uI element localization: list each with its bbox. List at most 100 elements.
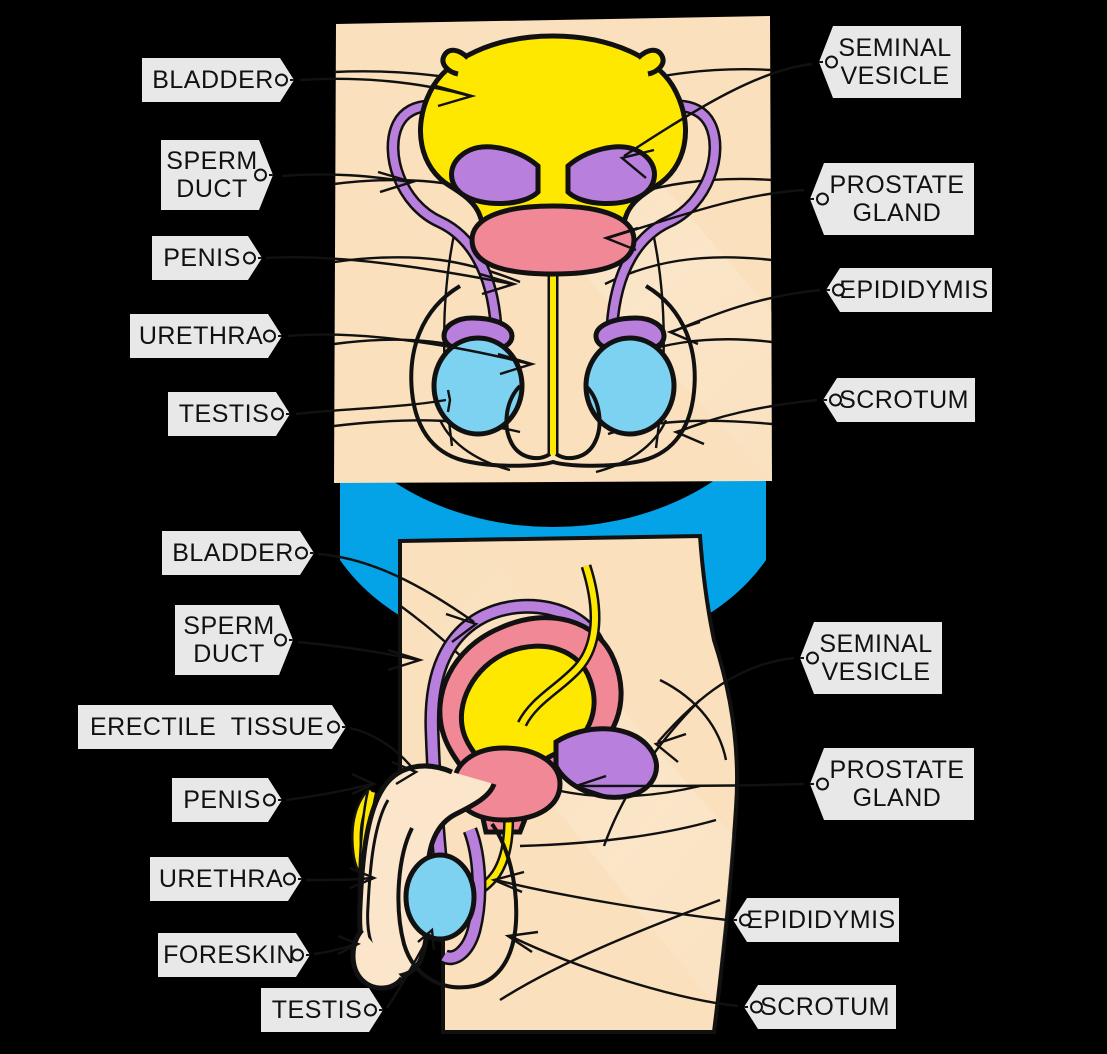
eyelet-icon [283, 873, 296, 886]
leader-side-penis [285, 772, 377, 802]
eyelet-icon [750, 1000, 763, 1014]
label-front-bladder[interactable]: BLADDER [142, 58, 294, 102]
label-side-foreskin[interactable]: FORESKIN [158, 933, 310, 977]
eyelet-icon [816, 192, 829, 206]
leader-front-urethra [287, 333, 537, 376]
leader-side-epididymis [490, 870, 728, 922]
leader-stub [800, 657, 804, 659]
leader-side-testis [385, 927, 436, 1009]
eyelet-icon [291, 949, 304, 962]
label-side-scrotum[interactable]: SCROTUM [744, 985, 896, 1029]
leader-stub [298, 878, 308, 880]
leader-stub [810, 198, 814, 200]
testis-side [403, 852, 477, 942]
leader-stub [278, 335, 288, 337]
label-text: SCROTUM [760, 993, 890, 1021]
blue-connector-arc [340, 430, 766, 658]
scrotum-front [409, 284, 697, 468]
penis-side [350, 763, 497, 991]
label-front-epididymis[interactable]: EPIDIDYMIS [826, 268, 992, 312]
eyelet-icon [832, 283, 845, 297]
epididymis-front [441, 315, 667, 355]
body-contour-lines [334, 68, 772, 474]
label-side-penis[interactable]: PENIS [172, 778, 282, 822]
leader-side-sperm-duct [297, 640, 425, 672]
leader-stub [258, 257, 268, 259]
label-front-testis[interactable]: TESTIS [168, 392, 290, 436]
seminal-vesicle-side [553, 726, 659, 800]
label-text: TESTIS [178, 400, 270, 428]
seminal-vesicle-front [449, 144, 657, 206]
label-text: URETHRA [138, 322, 264, 350]
label-front-penis[interactable]: PENIS [152, 236, 262, 280]
bladder-side [437, 615, 624, 835]
leader-stub [310, 552, 320, 554]
leader-stub [733, 919, 737, 921]
scrotum-side [396, 822, 519, 990]
eyelet-icon [271, 408, 284, 421]
sperm-duct-side [424, 598, 612, 920]
leader-stub [290, 79, 300, 81]
leader-stub [289, 639, 299, 641]
leader-stub [306, 954, 316, 956]
label-side-erectile-tissue[interactable]: ERECTILE TISSUE [78, 705, 346, 749]
label-text: FORESKIN [163, 941, 295, 969]
leader-side-bladder [317, 552, 479, 643]
label-side-urethra[interactable]: URETHRA [150, 857, 302, 901]
leader-stub [278, 799, 288, 801]
leader-side-erectile-tissue [349, 726, 419, 786]
epididymis-side [440, 827, 487, 966]
leader-front-penis [265, 256, 519, 296]
label-side-testis[interactable]: TESTIS [261, 988, 383, 1032]
eyelet-icon [263, 330, 276, 343]
leader-side-urethra [305, 866, 378, 890]
eyelet-icon [829, 393, 842, 407]
urethra-side [351, 564, 601, 937]
label-text: PENIS [163, 244, 241, 272]
label-front-urethra[interactable]: URETHRA [130, 314, 282, 358]
label-side-bladder[interactable]: BLADDER [162, 531, 314, 575]
leader-front-epididymis [666, 288, 821, 346]
eyelet-icon [825, 55, 838, 69]
leader-stub [823, 399, 827, 401]
label-text: TESTIS [271, 996, 363, 1024]
eyelet-icon [806, 651, 819, 665]
label-side-epididymis[interactable]: EPIDIDYMIS [733, 898, 899, 942]
sperm-duct-front [386, 99, 722, 327]
eyelet-icon [739, 913, 752, 927]
eyelet-icon [816, 777, 829, 791]
eyelet-icon [274, 634, 287, 647]
eyelet-icon [243, 252, 256, 265]
eyelet-icon [364, 1004, 377, 1017]
prostate-gland-side [451, 745, 563, 823]
leader-side-foreskin [313, 934, 361, 956]
leader-side-scrotum [504, 930, 739, 1008]
front-view-panel [334, 16, 772, 483]
label-front-scrotum[interactable]: SCROTUM [823, 378, 975, 422]
leader-stub [810, 783, 814, 785]
label-text: ERECTILE TISSUE [90, 713, 324, 741]
leader-stub [342, 726, 352, 728]
leader-stub [379, 1009, 389, 1011]
leader-stub [744, 1006, 748, 1008]
leader-stub [269, 174, 279, 176]
label-text: SCROTUM [839, 386, 969, 414]
eyelet-icon [275, 74, 288, 87]
eyelet-icon [263, 794, 276, 807]
leader-stub [826, 289, 830, 291]
side-view-panel [350, 533, 740, 1034]
leader-side-prostate [572, 774, 805, 798]
